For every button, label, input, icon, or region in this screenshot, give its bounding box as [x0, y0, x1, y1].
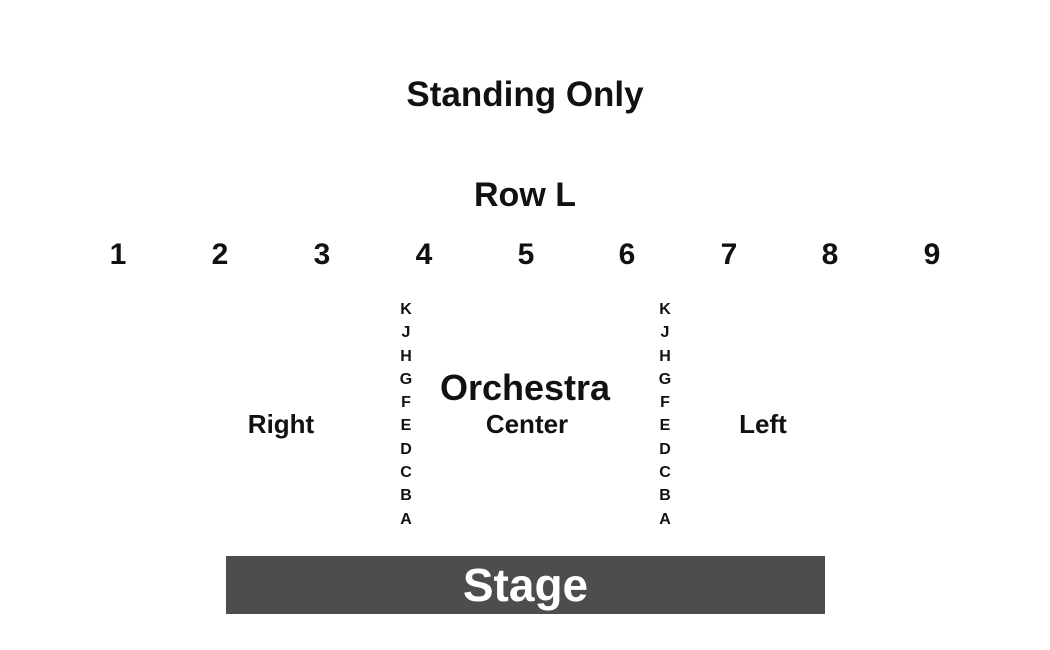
right-aisle-row-letters: K J H G F E D C B A — [650, 298, 680, 531]
orchestra-section-title: Orchestra — [439, 367, 611, 408]
row-letter[interactable]: A — [659, 510, 671, 528]
left-aisle-row-letters: K J H G F E D C B A — [391, 298, 421, 531]
row-letter[interactable]: G — [658, 370, 672, 388]
seat-number[interactable]: 1 — [109, 238, 127, 271]
left-section[interactable]: Left — [739, 409, 787, 439]
center-section[interactable]: Center — [485, 409, 569, 439]
seat-number[interactable]: 6 — [618, 238, 636, 271]
seat-number[interactable]: 5 — [517, 238, 535, 271]
row-letter[interactable]: J — [660, 324, 670, 342]
row-letter[interactable]: C — [659, 464, 671, 482]
row-letter[interactable]: B — [659, 487, 671, 505]
row-letter[interactable]: D — [400, 440, 412, 458]
row-l-title: Row L — [474, 176, 576, 214]
seat-number[interactable]: 7 — [720, 238, 738, 271]
row-letter[interactable]: F — [401, 394, 411, 412]
row-letter[interactable]: E — [659, 417, 671, 435]
row-letter[interactable]: D — [659, 440, 671, 458]
seat-number[interactable]: 2 — [211, 238, 229, 271]
row-letter[interactable]: B — [400, 487, 412, 505]
row-letter[interactable]: F — [660, 394, 670, 412]
seat-number[interactable]: 9 — [923, 238, 941, 271]
row-letter[interactable]: G — [399, 370, 413, 388]
seat-number[interactable]: 8 — [821, 238, 839, 271]
row-letter[interactable]: C — [400, 464, 412, 482]
row-letter[interactable]: J — [401, 324, 411, 342]
row-letter[interactable]: K — [400, 301, 412, 318]
row-letter[interactable]: H — [400, 347, 412, 365]
row-letter[interactable]: E — [400, 417, 412, 435]
stage-label: Stage — [462, 559, 589, 611]
row-letter[interactable]: H — [659, 347, 671, 365]
row-letter[interactable]: A — [400, 510, 412, 528]
standing-only-label: Standing Only — [406, 75, 644, 114]
row-letter[interactable]: K — [659, 301, 671, 318]
stage: Stage — [226, 556, 825, 614]
right-section[interactable]: Right — [247, 409, 315, 439]
seat-number[interactable]: 3 — [313, 238, 331, 271]
seat-number[interactable]: 4 — [415, 238, 433, 271]
